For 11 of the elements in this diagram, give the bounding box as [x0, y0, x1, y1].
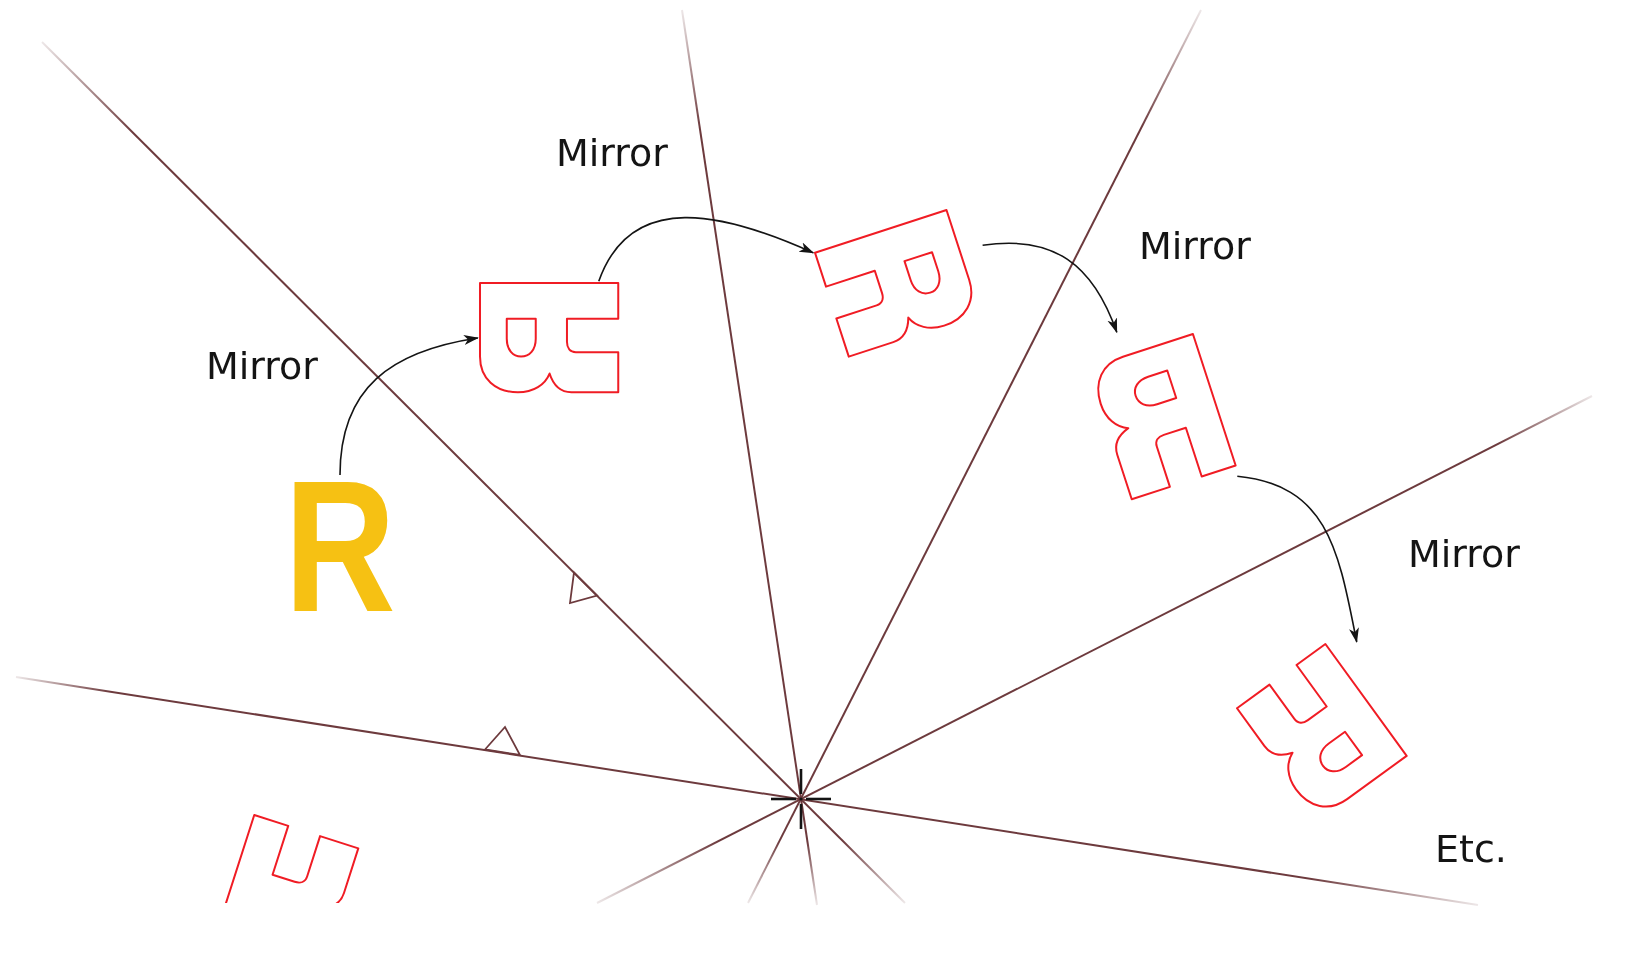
edge-label: Mirror — [206, 345, 318, 389]
edge-label: Mirror — [1408, 533, 1520, 577]
text-label: Etc. — [1435, 828, 1507, 872]
letter-glyph: R — [284, 475, 396, 619]
edge-label: Mirror — [556, 132, 668, 176]
mirrored-letter-drawing — [477, 281, 621, 395]
curved-arrow — [597, 216, 815, 283]
curved-arrow — [981, 242, 1118, 334]
curved-arrow — [1236, 475, 1359, 643]
curved-arrow — [339, 335, 479, 476]
edge-label: Mirror — [1139, 225, 1251, 269]
